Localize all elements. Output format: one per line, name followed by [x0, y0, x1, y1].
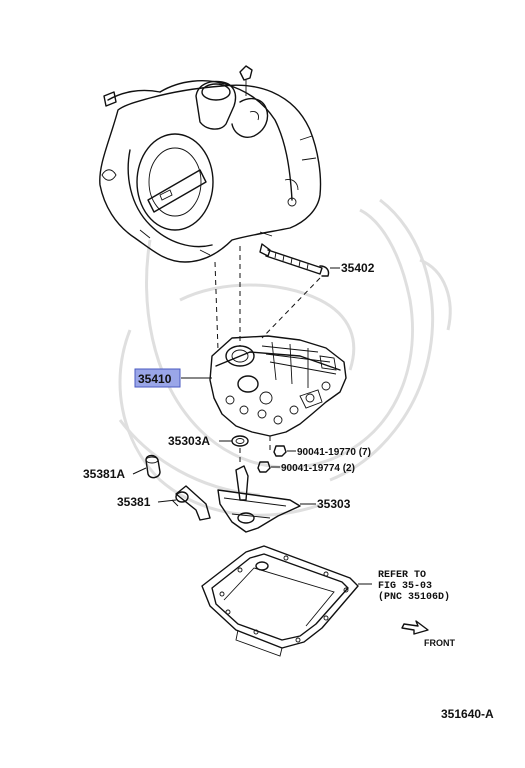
refer-note-line3: (PNC 35106D) [378, 591, 450, 603]
part-label-35303[interactable]: 35303 [317, 497, 351, 511]
strainer-35303 [217, 465, 301, 533]
part-label-90041-19774[interactable]: 90041-19774 (2) [281, 463, 355, 474]
figure-code: 351640-A [441, 707, 494, 721]
refer-note-line1: REFER TO [378, 570, 426, 581]
watermark-emblem [118, 198, 452, 517]
alignment-lines [214, 246, 321, 462]
gasket-35303A [231, 435, 249, 447]
bolt-90041-19770 [273, 445, 287, 457]
leader-35381 [157, 499, 177, 503]
part-35410-highlight [134, 368, 181, 388]
transaxle-housing [99, 65, 322, 263]
part-label-35402[interactable]: 35402 [341, 261, 375, 275]
front-arrow-icon [401, 620, 429, 635]
oil-pan [201, 545, 359, 657]
bolt-35402 [259, 243, 330, 277]
pipe-35381 [171, 485, 211, 521]
valve-body-35410 [209, 335, 347, 437]
part-label-35410[interactable]: 35410 [138, 372, 172, 386]
part-label-35303A[interactable]: 35303A [168, 434, 210, 448]
part-label-35381A[interactable]: 35381A [83, 467, 125, 481]
part-label-35381[interactable]: 35381 [117, 495, 151, 509]
bolt-90041-19774 [257, 461, 271, 473]
pipe-35381A [145, 454, 161, 479]
part-label-90041-19770[interactable]: 90041-19770 (7) [297, 447, 371, 458]
leader-35381A [132, 467, 147, 475]
refer-note-line2: FIG 35-03 [378, 581, 432, 592]
front-label: FRONT [424, 638, 455, 648]
